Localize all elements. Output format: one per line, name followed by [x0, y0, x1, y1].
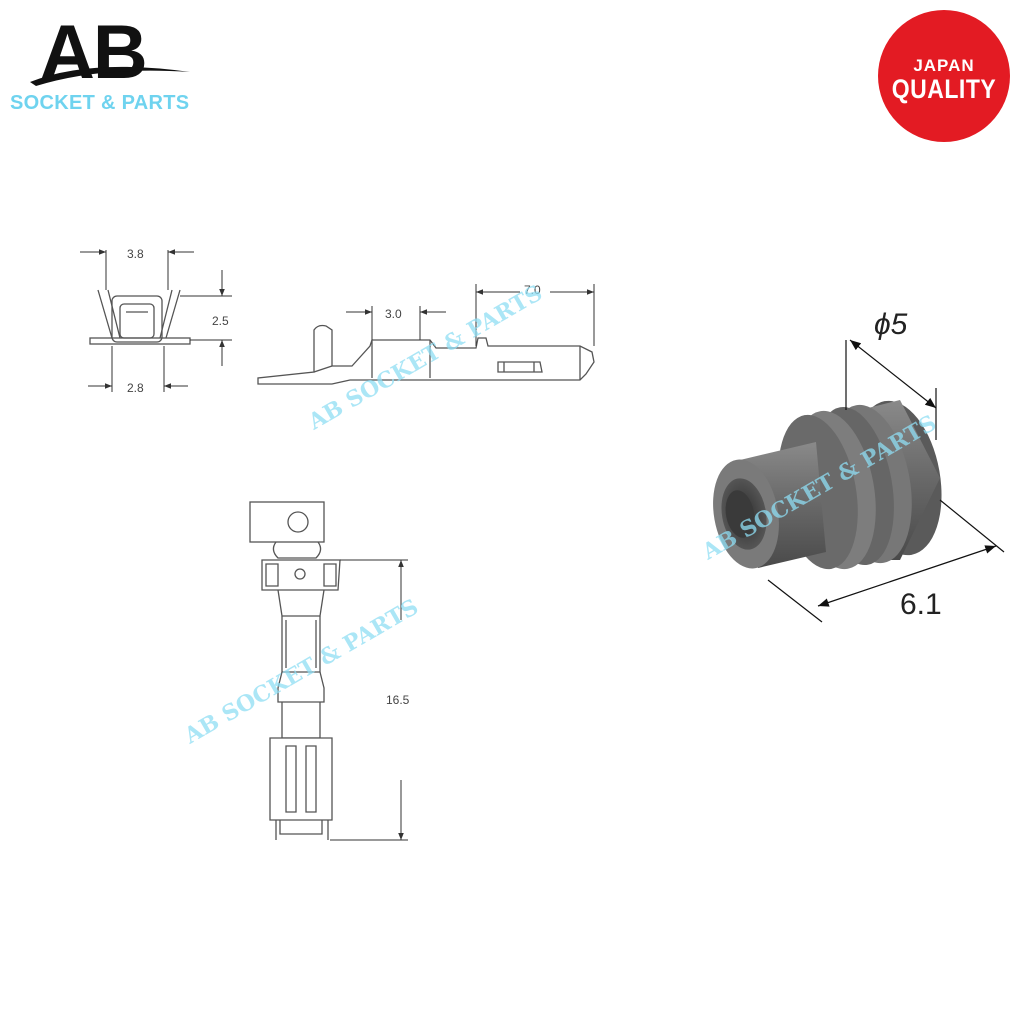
dim-seal-length: 6.1	[900, 588, 942, 621]
top-view	[249, 501, 341, 840]
dim-total-length: 16.5	[386, 693, 410, 707]
side-view-dimensions	[346, 284, 595, 346]
cross-section-dimensions	[80, 249, 232, 392]
logo-monogram: AB	[40, 10, 146, 95]
badge-line-1: JAPAN	[913, 56, 975, 75]
dim-insulation-barrel: 3.0	[385, 307, 402, 321]
logo-swoosh	[30, 66, 190, 86]
badge-line-2: QUALITY	[891, 73, 997, 104]
dim-bottom-width: 2.8	[127, 381, 144, 395]
cross-section-view	[89, 289, 191, 345]
rubber-seal-illustration	[713, 400, 942, 570]
dim-top-width: 3.8	[127, 247, 144, 261]
dim-contact-length: 7.0	[524, 283, 541, 297]
logo-tagline: SOCKET & PARTS	[10, 92, 190, 114]
side-view	[257, 324, 595, 385]
japan-quality-badge: JAPAN QUALITY	[878, 10, 1010, 142]
top-view-dimensions	[330, 559, 408, 841]
seal-dimensions	[767, 339, 1005, 623]
dim-height: 2.5	[212, 314, 229, 328]
dim-seal-diameter: ϕ5	[874, 308, 908, 341]
watermark-3: AB SOCKET & PARTS	[179, 594, 423, 750]
brand-logo: AB	[30, 10, 190, 95]
